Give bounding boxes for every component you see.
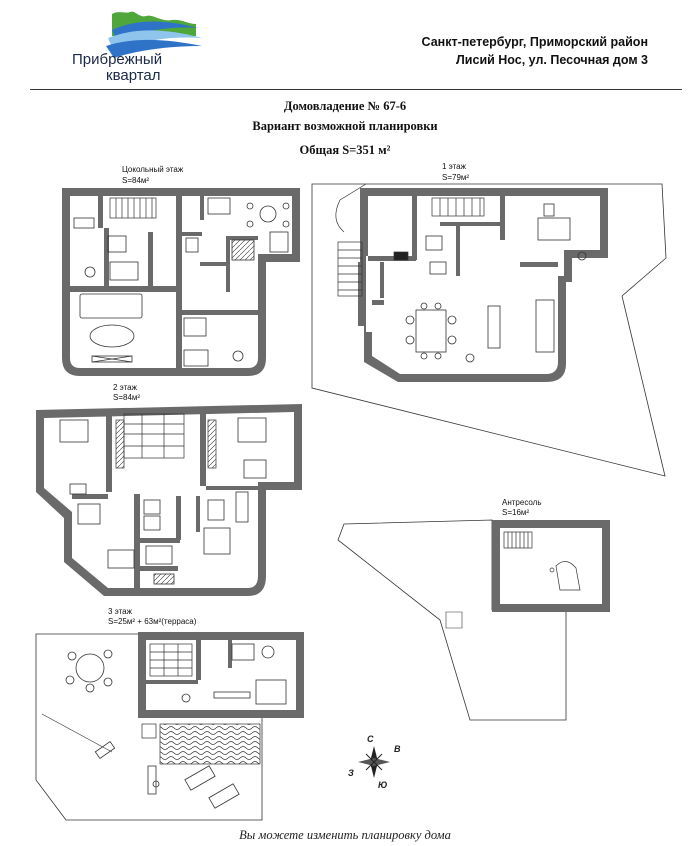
- first-floor-furniture: [405, 203, 587, 363]
- basement-label: Цокольный этаж: [122, 165, 184, 174]
- compass-west-label: З: [348, 768, 354, 778]
- first-floor-label: 1 этаж: [442, 162, 467, 171]
- brand-name-line1: Прибрежный: [72, 51, 163, 68]
- first-floor-site-boundary: [311, 183, 667, 477]
- second-floor-plan: 2 этаж S=84м²: [36, 383, 302, 596]
- mezzanine-outline: [337, 519, 567, 721]
- title-block: Домовладение № 67-6 Вариант возможной пл…: [0, 96, 690, 160]
- address-line1: Санкт-петербург, Приморский район: [421, 35, 648, 49]
- basement-stair: [109, 197, 157, 219]
- third-floor-area: S=25м² + 63м²(терраса): [108, 617, 197, 626]
- third-floor-partitions: [146, 640, 232, 684]
- basement-plan: Цокольный этаж S=84м²: [62, 165, 300, 376]
- basement-partitions: [70, 196, 258, 368]
- mezzanine-walls: [492, 520, 610, 612]
- third-floor-label: 3 этаж: [108, 607, 133, 616]
- first-floor-partitions: [368, 196, 558, 305]
- second-floor-label: 2 этаж: [113, 383, 138, 392]
- compass-north-label: С: [367, 734, 374, 744]
- first-floor-area: S=79м²: [442, 173, 469, 182]
- brand-name-line2: квартал: [106, 67, 161, 84]
- basement-area: S=84м²: [122, 176, 149, 185]
- mezzanine-furniture: [503, 531, 581, 591]
- footer-note: Вы можете изменить планировку дома: [239, 828, 451, 842]
- company-logo: [106, 11, 202, 58]
- header-divider: [30, 89, 682, 90]
- basement-furniture: [73, 197, 290, 367]
- first-floor-walls: [358, 188, 608, 382]
- third-floor-walls: [138, 632, 304, 718]
- third-floor-plan: 3 этаж S=25м² + 63м²(терраса): [35, 607, 304, 821]
- compass-east-label: В: [394, 744, 401, 754]
- second-floor-furniture: [59, 417, 267, 585]
- page-subtitle: Вариант возможной планировки: [252, 119, 438, 133]
- address-block: Санкт-петербург, Приморский район Лисий …: [422, 33, 648, 69]
- first-floor-plan: 1 этаж S=79м²: [311, 162, 667, 477]
- mezzanine-plan: Антресоль S=16м²: [337, 498, 610, 721]
- third-floor-stair: [141, 643, 261, 765]
- brand-name: Прибрежный квартал: [72, 52, 162, 84]
- second-floor-area: S=84м²: [113, 393, 140, 402]
- mezzanine-label: Антресоль: [502, 498, 542, 507]
- page-title: Домовладение № 67-6: [283, 99, 407, 113]
- first-floor-stairs: [337, 197, 485, 297]
- address-line2: Лисий Нос, ул. Песочная дом 3: [456, 53, 648, 67]
- mezzanine-area: S=16м²: [502, 508, 529, 517]
- second-floor-partitions: [72, 412, 260, 588]
- third-floor-furniture: [65, 643, 287, 809]
- total-area: Общая S=351 м²: [299, 143, 391, 157]
- compass-south-label: Ю: [378, 780, 387, 790]
- compass-rose: С В Ю З: [348, 734, 401, 790]
- second-floor-stair: [115, 413, 217, 469]
